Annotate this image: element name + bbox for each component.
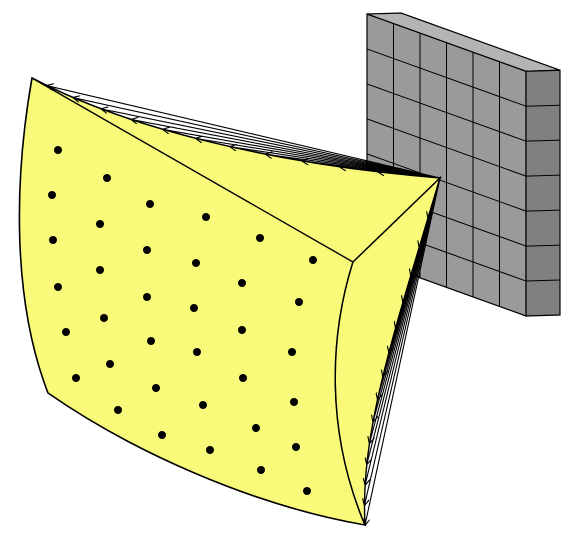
sample-point [252,424,260,432]
sample-point [62,328,70,336]
sample-point [54,283,62,291]
sample-point [292,443,300,451]
sample-point [257,466,265,474]
sample-point [290,398,298,406]
sample-point [190,304,198,312]
grid-side-line [525,139,561,142]
ray-bundle [47,86,441,525]
sample-point [72,374,80,382]
grid-side-line [525,174,561,177]
ray-arrow [73,98,441,179]
sample-point [158,431,166,439]
sample-points [48,146,317,495]
sample-point [295,298,303,306]
sample-point [309,256,317,264]
grid-side-line [525,279,561,282]
sample-point [106,360,114,368]
ray-arrow [365,177,441,525]
ray-arrow [47,86,441,179]
sample-point [239,374,247,382]
sample-point [146,200,154,208]
sample-point [202,213,210,221]
sample-point [143,293,151,301]
sample-point [54,146,62,154]
grid-row-line [366,153,527,212]
sample-point [206,446,214,454]
sample-point [147,337,155,345]
sample-point [193,348,201,356]
ray-arrow [102,109,441,179]
sample-point [114,406,122,414]
grid-row-line [366,83,527,142]
ray-arrow [163,129,441,179]
sample-point [103,174,111,182]
grid-side-face [525,69,561,317]
sample-point [238,279,246,287]
sample-point [238,326,246,334]
sample-point [256,234,264,242]
ray-arrow [378,172,441,179]
sample-point [288,348,296,356]
sample-point [48,191,56,199]
sample-point [192,259,200,267]
grid-row-line [366,48,527,107]
grid-side-line [525,209,561,212]
ray-arrow [365,177,441,485]
sample-point [96,266,104,274]
sample-point [303,487,311,495]
grid-side-line [525,244,561,247]
sample-point [143,246,151,254]
sample-point [152,384,160,392]
sample-point [49,236,57,244]
grid-side-line [525,104,561,107]
grid-row-line [366,118,527,177]
ray-arrow [365,177,441,505]
sample-point [199,401,207,409]
ray-arrow [132,120,441,179]
sample-point [96,220,104,228]
sample-point [100,314,108,322]
